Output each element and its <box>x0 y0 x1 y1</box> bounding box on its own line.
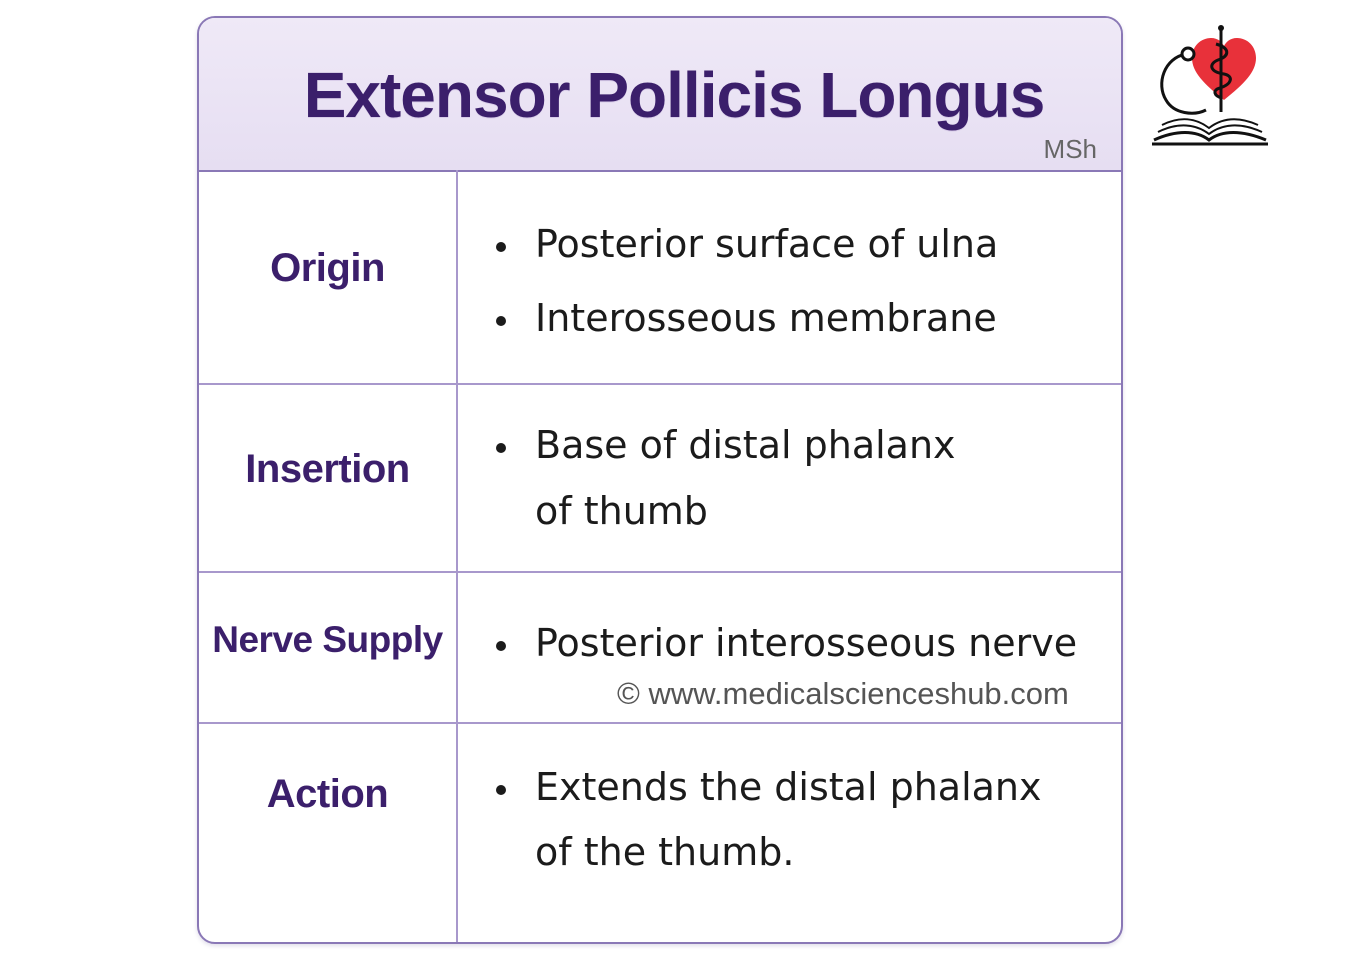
table-row-action: Action Extends the distal phalanx of the… <box>199 724 1121 942</box>
bullet-icon <box>496 785 506 795</box>
row-value-action-line1: Extends the distal phalanx <box>535 765 1042 809</box>
row-label-origin: Origin <box>270 246 385 290</box>
row-label-action: Action <box>266 772 389 816</box>
row-value-action-line2: of the thumb. <box>535 830 795 874</box>
row-label-insertion: Insertion <box>245 447 410 491</box>
bullet-icon <box>496 641 506 651</box>
medical-heart-caduceus-book-logo <box>1152 25 1268 146</box>
table-row-origin: Origin Posterior surface of ulna Interos… <box>199 170 1121 385</box>
info-card: Extensor Pollicis Longus MSh Origin Post… <box>197 16 1123 944</box>
row-value-insertion-line1: Base of distal phalanx <box>535 423 956 467</box>
row-value-nerve-supply: Posterior interosseous nerve <box>535 621 1078 665</box>
column-divider <box>456 170 458 942</box>
table-row-insertion: Insertion Base of distal phalanx of thum… <box>199 385 1121 573</box>
author-tag: MSh <box>1043 134 1097 164</box>
row-value-origin-2: Interosseous membrane <box>535 296 997 340</box>
bullet-icon <box>496 316 506 326</box>
card-header: Extensor Pollicis Longus MSh <box>199 18 1121 172</box>
bullet-icon <box>496 443 506 453</box>
table-row-nerve-supply: Nerve Supply Posterior interosseous nerv… <box>199 573 1121 724</box>
page-title: Extensor Pollicis Longus <box>303 59 1046 131</box>
row-value-insertion-line2: of thumb <box>535 489 708 533</box>
row-value-origin-1: Posterior surface of ulna <box>535 222 999 266</box>
row-label-nerve-supply: Nerve Supply <box>212 619 443 660</box>
copyright-watermark: © www.medicalscienceshub.com <box>617 676 1069 711</box>
bullet-icon <box>496 242 506 252</box>
